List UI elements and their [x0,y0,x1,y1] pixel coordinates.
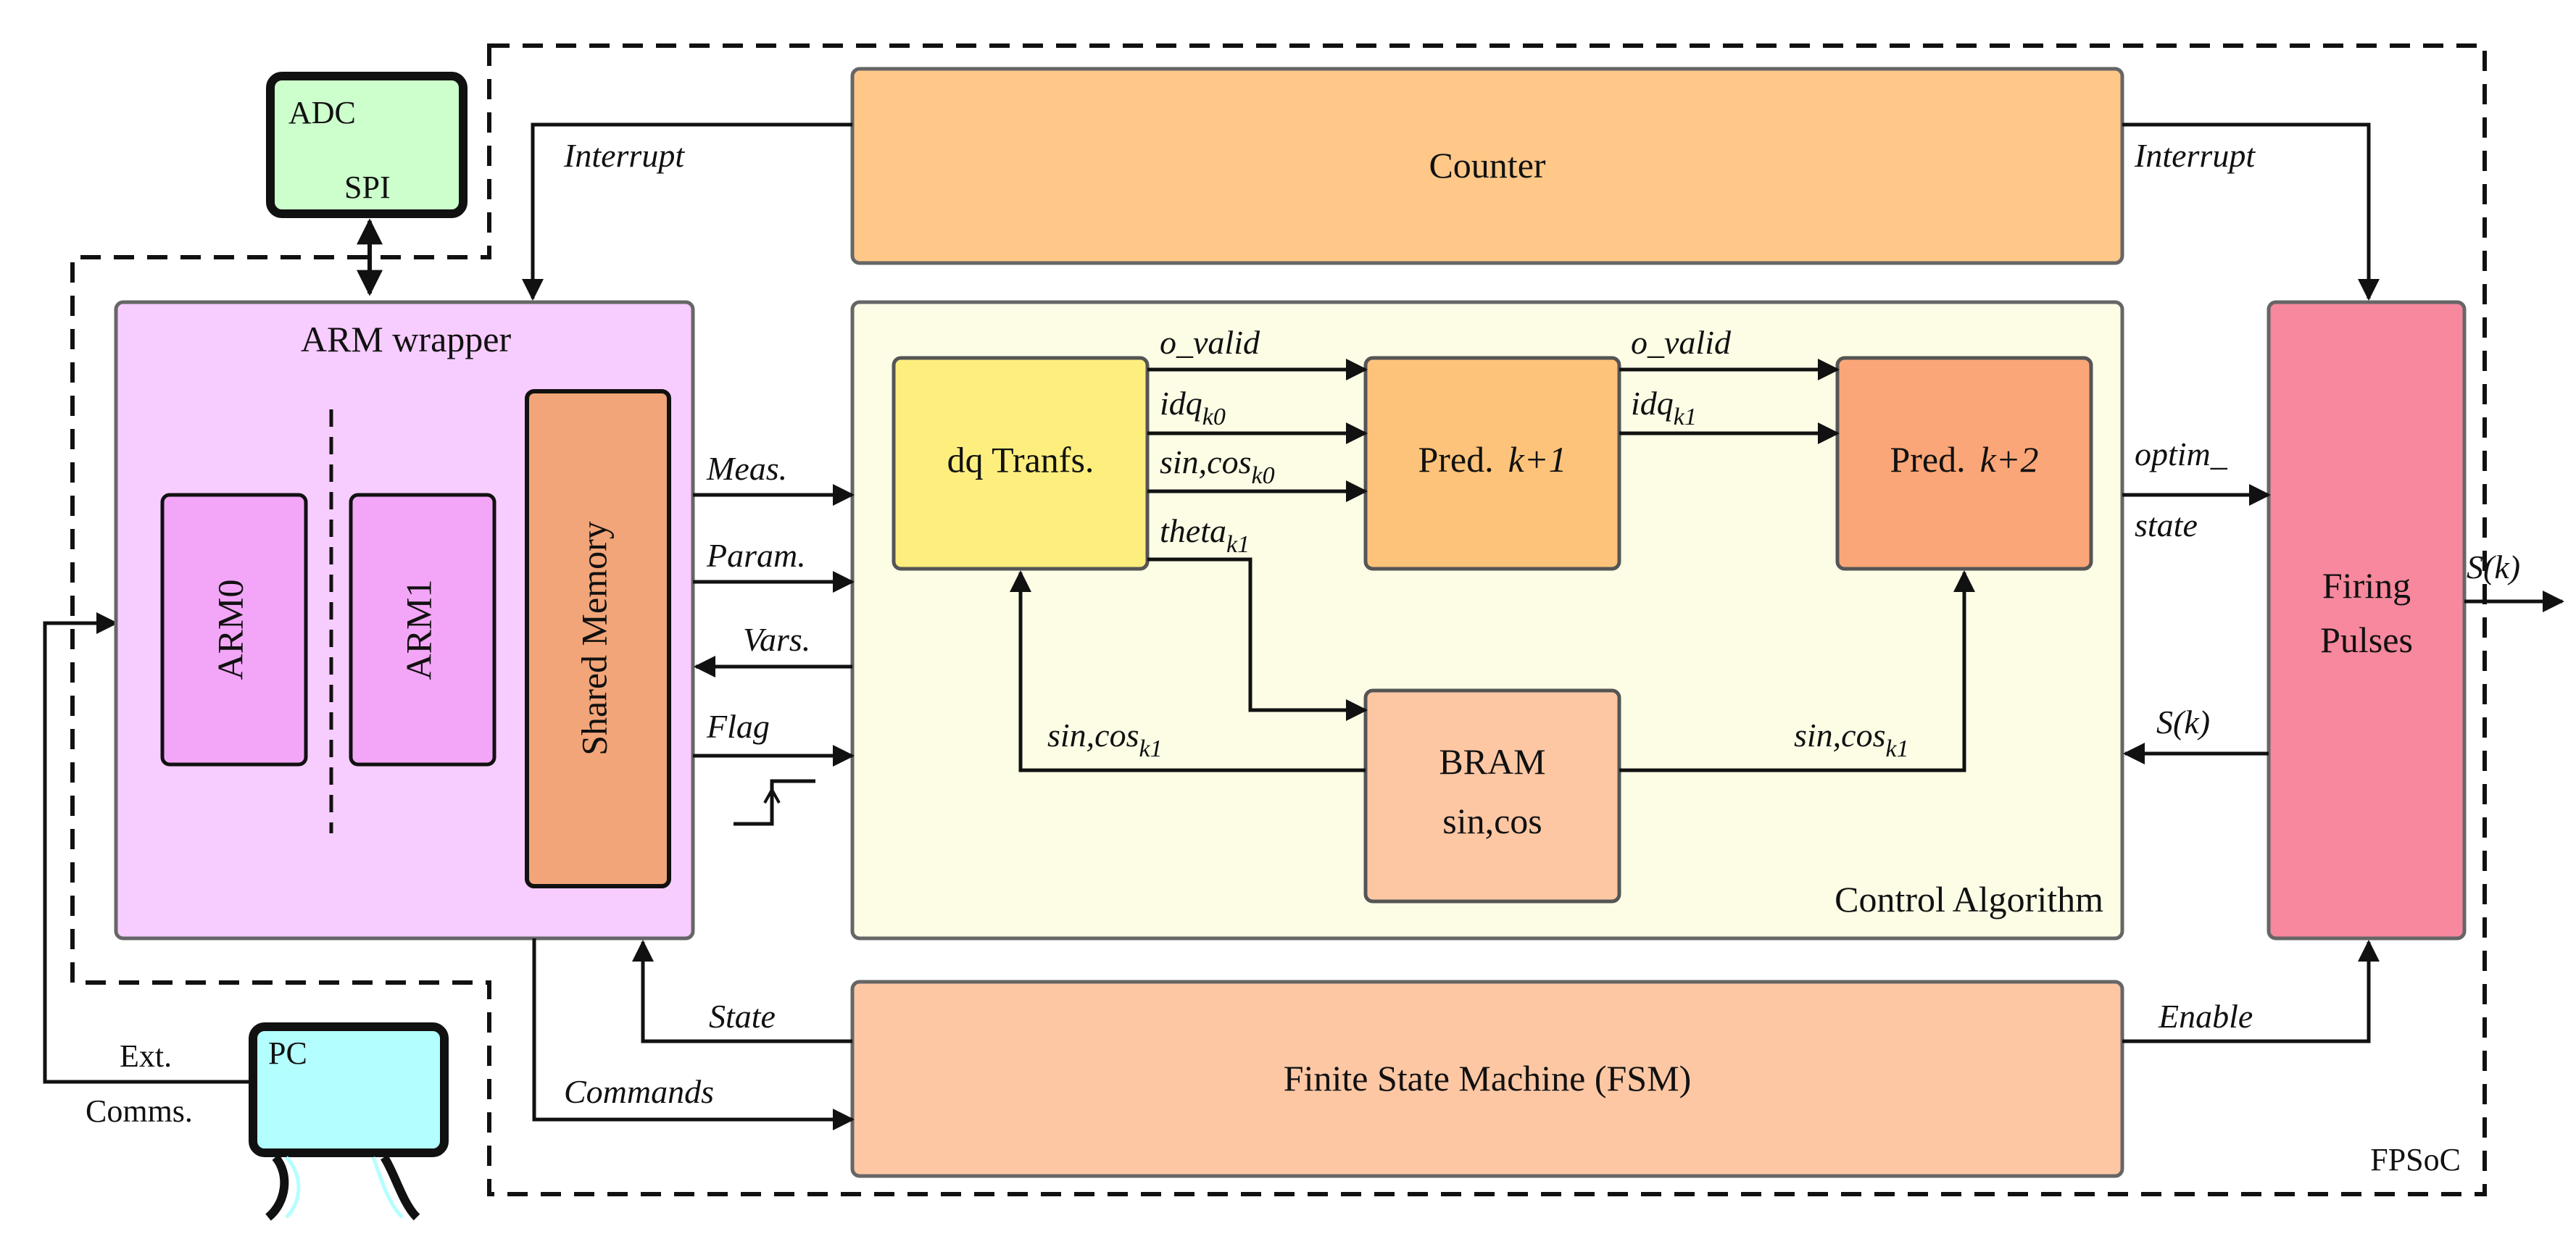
svg-text:Pred.k+1: Pred.k+1 [1418,439,1566,480]
dq-transform-block: dq Tranfs. [892,356,1150,571]
sincos-k1-left-label: sin,cosk1 [1047,717,1163,762]
state-link [632,940,852,1043]
pc-block: PC [249,1022,449,1221]
sincos-k1-left-link [1010,570,1366,772]
comms-label: Comms. [86,1093,193,1129]
arm0-block: ARM0 [160,493,308,767]
idq-k0-label: idqk0 [1160,385,1226,430]
svg-text:Control Algorithm: Control Algorithm [1835,879,2103,920]
s-k-in-label: S(k) [2156,704,2210,741]
arm-wrapper-block: ARM wrapper ARM0 ARM1 Shared Memory [114,300,695,941]
meas-label: Meas. [706,450,787,487]
svg-text:ARM wrapper: ARM wrapper [301,319,512,359]
flag-label: Flag [706,708,770,745]
svg-text:PC: PC [268,1035,307,1071]
rising-edge-icon [734,779,815,826]
svg-text:BRAM: BRAM [1439,741,1545,782]
pc-stand-icon [265,1154,420,1221]
arm1-block: ARM1 [349,493,496,767]
sincos-k1-right-link [1619,570,1975,772]
enable-link [2122,940,2380,1043]
optim-state-label-2: state [2135,506,2198,543]
o-valid-2-label: o_valid [1631,324,1732,361]
firing-pulses-block: Firing Pulses [2267,300,2467,941]
counter-block: Counter [850,67,2124,265]
pred-k1-block: Pred.k+1 [1363,356,1621,571]
s-k-out-label: S(k) [2467,549,2520,585]
ext-comms-link [43,612,253,1084]
param-label: Param. [706,537,806,574]
fpsoc-boundary [70,43,2487,1196]
commands-link [532,938,855,1130]
theta-k1-link [1147,557,1368,721]
interrupt-left-link [522,122,852,301]
enable-label: Enable [2158,998,2253,1035]
ext-label: Ext. [120,1038,172,1074]
svg-text:ADC: ADC [288,95,356,130]
interrupt-right-label: Interrupt [2134,137,2256,174]
interrupt-right-link [2122,122,2380,301]
svg-text:dq Tranfs.: dq Tranfs. [947,439,1094,480]
sincos-k1-right-label: sin,cosk1 [1794,717,1909,762]
sincos-k0-label: sin,cosk0 [1160,443,1275,489]
svg-text:sin,cos: sin,cos [1442,801,1542,841]
svg-text:ARM1: ARM1 [398,580,439,680]
state-label: State [709,998,776,1035]
optim-state-label-1: optim_ [2135,435,2228,472]
svg-text:Counter: Counter [1429,145,1545,185]
control-algorithm-block: Control Algorithm [850,300,2124,941]
svg-text:Pred.k+2: Pred.k+2 [1890,439,2038,480]
idq-k1-label: idqk1 [1631,385,1697,430]
interrupt-left-label: Interrupt [563,137,685,174]
theta-k1-label: thetak1 [1160,512,1250,558]
svg-text:Shared Memory: Shared Memory [573,521,614,756]
shared-memory-block: Shared Memory [525,389,671,888]
adc-block: ADC SPI [266,72,468,218]
vars-label: Vars. [743,621,810,658]
bram-block: BRAM sin,cos [1363,688,1621,904]
svg-text:ARM0: ARM0 [209,580,250,680]
svg-text:Pulses: Pulses [2320,620,2413,660]
svg-text:SPI: SPI [344,170,391,205]
fpsoc-label: FPSoC [2370,1142,2461,1177]
pred-k2-block: Pred.k+2 [1835,356,2093,571]
svg-text:Firing: Firing [2322,565,2411,606]
fsm-block: Finite State Machine (FSM) [850,980,2124,1178]
svg-text:Finite State Machine (FSM): Finite State Machine (FSM) [1284,1058,1691,1098]
o-valid-1-label: o_valid [1160,324,1260,361]
commands-label: Commands [564,1073,714,1110]
